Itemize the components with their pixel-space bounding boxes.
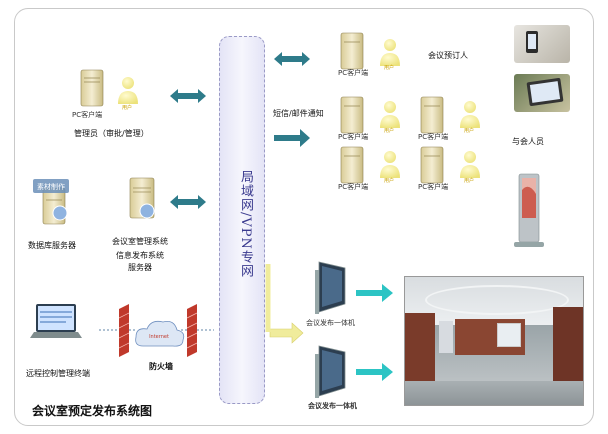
admin-user-tag: 用户 [122, 105, 133, 111]
publish-terminal-icon [315, 345, 346, 398]
booker-user-icon [380, 39, 400, 66]
mgmt-server-caption: 会议室管理系统 [112, 237, 168, 246]
attendee-pc-label: PC客户端 [418, 133, 449, 141]
admin-caption: 管理员（审批/管理） [74, 129, 149, 138]
db-server-caption: 数据库服务器 [28, 241, 76, 250]
internet-cloud-icon: Internet [135, 320, 185, 347]
notify-label: 短信/邮件通知 [273, 109, 324, 118]
attendee-pc-label: PC客户端 [338, 133, 369, 141]
management-server-icon [129, 177, 155, 219]
network-bus [219, 36, 265, 404]
terminal-caption: 会议发布一体机 [306, 319, 355, 327]
booker-pc-client-icon [340, 32, 364, 70]
booker-pc-label: PC客户端 [338, 69, 369, 77]
tablet-photo [514, 74, 570, 112]
internet-cloud-text: Internet [149, 334, 169, 340]
attendee-pc-label: PC客户端 [418, 183, 449, 191]
attendees-caption: 与会人员 [512, 137, 544, 146]
attendee-user-tag: 用户 [384, 178, 395, 184]
attendee-user-tag: 用户 [464, 128, 475, 134]
booker-user-tag: 用户 [384, 65, 395, 71]
display-arrow-icon [356, 284, 393, 302]
admin-pc-client-icon [80, 69, 104, 107]
attendee-pc-label: PC客户端 [338, 183, 369, 191]
diagram-frame [14, 8, 594, 426]
smartphone-photo [514, 25, 570, 63]
attendee-pc-client-icon [340, 96, 364, 134]
firewall-caption: 防火墙 [149, 362, 173, 371]
attendee-user-tag: 用户 [464, 178, 475, 184]
attendee-user-icon [460, 101, 480, 128]
double-arrow-icon [274, 52, 310, 66]
diagram-title: 会议室预定发布系统图 [32, 404, 153, 418]
db-badge: 素材制作 [37, 183, 65, 191]
notify-arrow-icon [274, 129, 310, 147]
attendee-pc-client-icon [420, 96, 444, 134]
double-arrow-icon [170, 89, 206, 103]
kiosk-display-icon [514, 173, 544, 247]
firewall-left-icon [118, 304, 130, 357]
meeting-room-photo [404, 276, 584, 406]
attendee-user-tag: 用户 [384, 128, 395, 134]
info-server-caption: 信息发布系统 [116, 251, 164, 260]
double-arrow-icon [170, 195, 206, 209]
server-caption: 服务器 [128, 263, 152, 272]
attendee-user-icon [380, 101, 400, 128]
attendee-pc-client-icon [420, 146, 444, 184]
network-label: 局域网/VPN专网 [238, 170, 253, 278]
admin-user-icon [118, 77, 138, 104]
attendee-user-icon [460, 151, 480, 178]
laptop-icon [30, 304, 82, 338]
attendee-pc-client-icon [340, 146, 364, 184]
publish-terminal-icon [315, 261, 346, 314]
database-server-icon [33, 179, 69, 225]
booker-caption: 会议预订人 [428, 51, 468, 60]
display-arrow-icon [356, 363, 393, 381]
publish-arrow-icon [269, 322, 304, 344]
firewall-right-icon [186, 304, 198, 357]
terminal-caption: 会议发布一体机 [308, 402, 357, 410]
attendee-user-icon [380, 151, 400, 178]
remote-terminal-caption: 远程控制管理终端 [26, 369, 90, 378]
admin-pc-label: PC客户端 [72, 111, 103, 119]
